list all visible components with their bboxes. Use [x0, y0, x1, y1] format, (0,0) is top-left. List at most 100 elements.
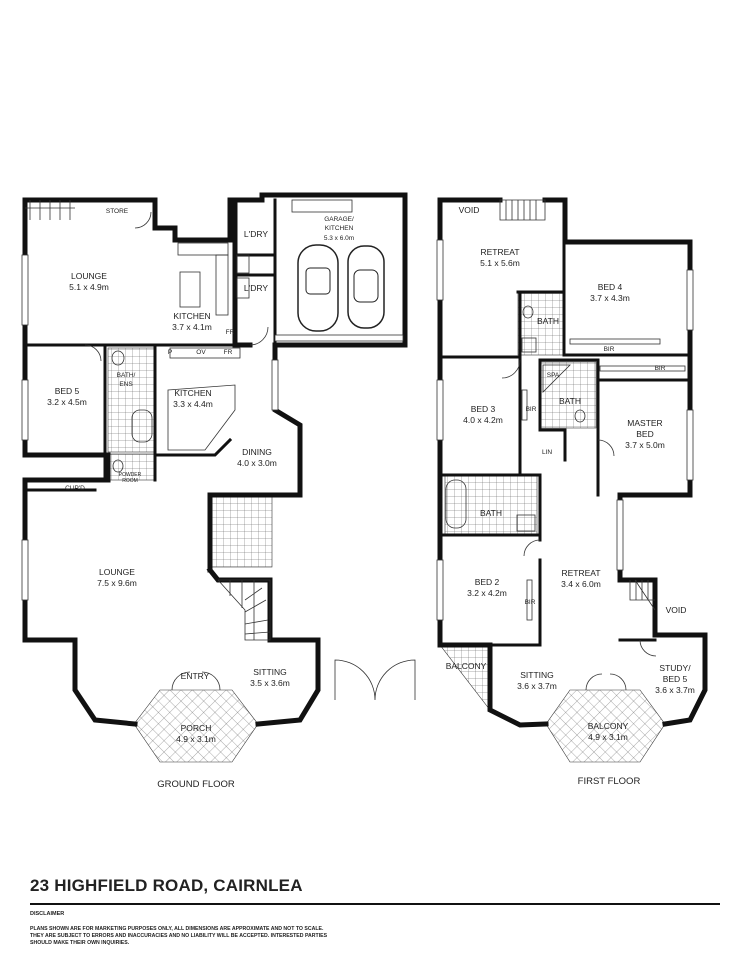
pantry-label: P	[168, 349, 172, 356]
gf-window	[21, 254, 29, 326]
disclaimer-text: PLANS SHOWN ARE FOR MARKETING PURPOSES O…	[30, 926, 328, 946]
porch-size: 4.9 x 3.1m	[176, 734, 216, 744]
kitchen-2-size: 3.3 x 4.4m	[173, 399, 213, 409]
garage-name-2: KITCHEN	[325, 225, 354, 232]
bath-tub	[131, 409, 153, 443]
ff-window	[436, 559, 444, 621]
gf-wall-kitchen-bottom	[153, 437, 233, 457]
door-swing	[501, 359, 521, 379]
disclaimer-heading: DISCLAIMER	[30, 911, 65, 917]
gf-wall-laundries	[233, 253, 277, 277]
door-swing	[523, 539, 541, 557]
laundry-tub	[236, 277, 250, 299]
gf-garage-wall	[227, 192, 408, 348]
ff-wall-bed3-south	[438, 473, 542, 542]
ff-window	[436, 239, 444, 301]
balcony-1-tiles	[439, 644, 491, 711]
door-swing	[597, 439, 615, 457]
ff-window	[436, 379, 444, 441]
bath-1-label: BATH	[537, 316, 559, 326]
toilet	[111, 350, 125, 366]
door-swing	[84, 344, 102, 362]
ff-window	[686, 409, 694, 481]
bir-robe	[526, 579, 533, 621]
powder-room-name: POWDER	[119, 472, 142, 478]
balcony-2-size: 4.9 x 3.1m	[588, 732, 628, 742]
toilet	[574, 409, 586, 423]
footer-divider	[30, 903, 720, 905]
ff-window	[686, 269, 694, 331]
bed-4-size: 3.7 x 4.3m	[590, 293, 630, 303]
bath-ens-tiles	[107, 347, 155, 453]
stair-landing-tiles	[209, 496, 273, 568]
linen-label: LIN	[542, 449, 552, 456]
front-gate	[334, 659, 416, 701]
bed-3-size: 4.0 x 4.2m	[463, 415, 503, 425]
dining-size: 4.0 x 3.0m	[237, 458, 277, 468]
master-bed-size: 3.7 x 5.0m	[625, 440, 665, 450]
ff-window	[616, 499, 624, 571]
bath-2-label: BATH	[559, 396, 581, 406]
retreat-1-size: 5.1 x 5.6m	[480, 258, 520, 268]
ff-east-wall	[617, 352, 708, 727]
ground-floor-plan: STORE LOUNGE 5.1 x 4.9m KITCHEN 3.7 x 4.…	[21, 192, 416, 790]
entry-label: ENTRY	[181, 671, 210, 681]
master-bed-name-2: BED	[636, 429, 653, 439]
oven-label: OV	[196, 349, 206, 356]
bath-ens-name: BATH/	[117, 372, 136, 379]
kitchen-1-name: KITCHEN	[173, 311, 210, 321]
bed-2-name: BED 2	[475, 577, 500, 587]
bed-2-size: 3.2 x 4.2m	[467, 588, 507, 598]
gf-sitting-name: SITTING	[253, 667, 287, 677]
door-swing	[134, 211, 152, 229]
gf-west-wall-lower	[22, 452, 138, 727]
gf-window	[21, 539, 29, 601]
study-name: STUDY/	[659, 663, 691, 673]
bir-4-label: BIR	[525, 599, 536, 606]
laundry-2-label: L'DRY	[244, 283, 268, 293]
lounge-1-size: 5.1 x 4.9m	[69, 282, 109, 292]
kitchen-island	[179, 271, 201, 308]
lounge-2-name: LOUNGE	[99, 567, 135, 577]
ff-wall-bed2	[488, 558, 542, 647]
bir-3-label: BIR	[526, 406, 537, 413]
store-label: STORE	[106, 208, 129, 215]
shower	[521, 337, 537, 353]
balcony-doors	[585, 673, 627, 691]
bath-tub	[445, 479, 467, 529]
garage-bench	[291, 199, 353, 213]
bath-1-tiles	[517, 292, 565, 356]
retreat-2-size: 3.4 x 6.0m	[561, 579, 601, 589]
bath-3-label: BATH	[480, 508, 502, 518]
shower	[516, 514, 536, 532]
master-bed-name: MASTER	[627, 418, 662, 428]
gf-window	[271, 359, 279, 411]
entry-doors	[171, 671, 221, 691]
gf-north-wall	[22, 197, 233, 243]
retreat-2-name: RETREAT	[561, 568, 600, 578]
ff-sitting-name: SITTING	[520, 670, 554, 680]
toilet	[112, 459, 124, 473]
cupboard-label: CUP'D	[65, 485, 85, 492]
void-2-label: VOID	[666, 605, 687, 615]
ff-sitting-size: 3.6 x 3.7m	[517, 681, 557, 691]
laundry-1-label: L'DRY	[244, 229, 268, 239]
lounge-2-size: 7.5 x 9.6m	[97, 578, 137, 588]
fridge-1-label: FR	[226, 329, 235, 336]
kitchen-2-name: KITCHEN	[174, 388, 211, 398]
kitchen-1-size: 3.7 x 4.1m	[172, 322, 212, 332]
bed-5-size: 3.2 x 4.5m	[47, 397, 87, 407]
study-size: 3.6 x 3.7m	[655, 685, 695, 695]
bir-robe	[569, 338, 661, 345]
powder-room-tiles	[107, 453, 155, 481]
fridge-2-label: FR	[224, 349, 233, 356]
floor-plan-drawing: STORE LOUNGE 5.1 x 4.9m KITCHEN 3.7 x 4.…	[21, 192, 708, 790]
laundry-tub	[236, 254, 250, 274]
door-swing	[639, 639, 657, 657]
garage-size: 5.3 x 6.0m	[324, 235, 354, 242]
kitchen-2-appliances	[169, 347, 241, 359]
ensuite-tiles	[539, 361, 597, 429]
gf-staircase	[25, 200, 271, 641]
lounge-1-name: LOUNGE	[71, 271, 107, 281]
kitchen-bench	[177, 242, 229, 256]
